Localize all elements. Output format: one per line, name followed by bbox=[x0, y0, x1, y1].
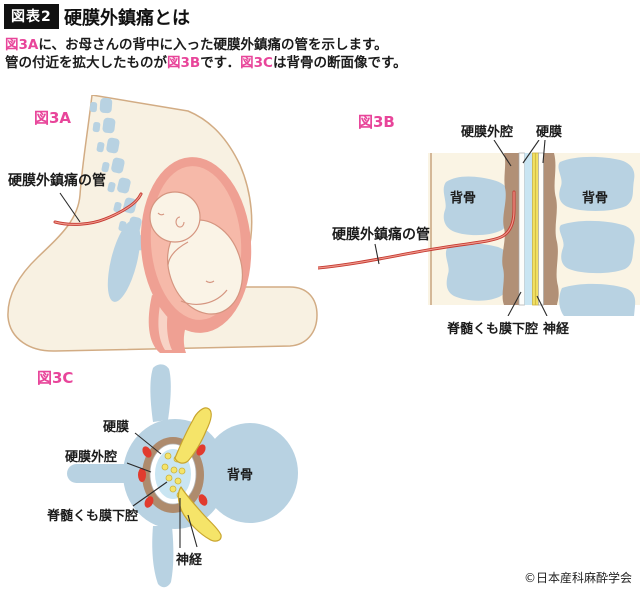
catheter-tube-highlight bbox=[54, 193, 142, 225]
nerve-root-top bbox=[174, 407, 212, 464]
figure-c-epidural-label: 硬膜外腔 bbox=[65, 450, 118, 465]
figure-a-catheter-label: 硬膜外鎮痛の管 bbox=[8, 173, 106, 189]
copyright-text: ©日本産科麻酔学会 bbox=[523, 571, 632, 585]
fetus-eye bbox=[157, 212, 165, 216]
figure-a-illustration bbox=[7, 95, 318, 353]
nerve-leader-line-2 bbox=[187, 514, 198, 548]
figure-b-catheter-label: 硬膜外鎮痛の管 bbox=[332, 227, 430, 243]
figref-3a: 図3A bbox=[5, 37, 39, 53]
spinous-process-bottom bbox=[152, 526, 174, 588]
catheter-tube-highlight bbox=[318, 191, 515, 269]
fetus-ear bbox=[175, 216, 185, 228]
figref-3b: 図3B bbox=[167, 55, 201, 71]
catheter-leader-line bbox=[374, 243, 380, 265]
vertebral-body bbox=[202, 423, 298, 523]
figure-number-badge: 図表2 bbox=[4, 4, 59, 29]
figref-3c: 図3C bbox=[240, 55, 273, 71]
epidural-vessels bbox=[138, 444, 208, 508]
figure-c-dura-label: 硬膜 bbox=[103, 420, 130, 435]
subarachnoid-leader-line bbox=[507, 291, 522, 316]
subarachnoid-leader-line bbox=[132, 481, 168, 507]
birth-canal-highlight bbox=[158, 305, 172, 350]
dura-strip-left bbox=[518, 152, 525, 306]
dura-leader-line-left bbox=[522, 140, 540, 164]
epidural-space-right-column bbox=[543, 153, 559, 305]
dura-strip-right bbox=[538, 152, 544, 306]
figure-b-illustration bbox=[318, 140, 640, 316]
leader-lines bbox=[374, 140, 548, 316]
intro-text: 図3Aに、お母さんの背中に入った硬膜外鎮痛の管を示します。 管の付近を拡大したも… bbox=[5, 36, 407, 72]
figure-c-illustration bbox=[67, 364, 298, 588]
epidural-leader-line bbox=[493, 140, 512, 167]
dura-leader-line-right bbox=[542, 140, 546, 164]
figure-c-subarachnoid-label: 脊髄くも膜下腔 bbox=[47, 509, 139, 524]
fetus bbox=[149, 191, 243, 315]
intro-line-2: 管の付近を拡大したものが図3Bです．図3Cは背骨の断面像です。 bbox=[5, 54, 407, 72]
cauda-equina-dots bbox=[161, 452, 186, 499]
figure-b-dura-label: 硬膜 bbox=[536, 125, 563, 140]
figure-b-spine-left-label: 背骨 bbox=[450, 191, 477, 206]
figure-b-label: 図3B bbox=[358, 113, 395, 131]
nerve-root-bottom bbox=[177, 486, 222, 542]
figure-b-nerve-label: 神経 bbox=[543, 322, 570, 337]
nerve-leader-line bbox=[536, 295, 548, 316]
fetus-navel bbox=[205, 280, 215, 284]
sacrum-shape bbox=[107, 220, 141, 302]
fetus-arm bbox=[167, 241, 189, 266]
leader-lines bbox=[126, 432, 198, 548]
fetus-head bbox=[149, 191, 201, 243]
intro-line2-text1: 管の付近を拡大したものが bbox=[5, 55, 167, 71]
intro-line-1: 図3Aに、お母さんの背中に入った硬膜外鎮痛の管を示します。 bbox=[5, 36, 407, 54]
figure-b-epidural-label: 硬膜外腔 bbox=[461, 125, 514, 140]
csf-strip bbox=[524, 153, 533, 305]
transverse-process-left bbox=[67, 464, 147, 483]
spine-right-blobs bbox=[558, 156, 636, 316]
intro-line2-text2: です． bbox=[200, 55, 241, 71]
spinous-process-top bbox=[150, 364, 171, 422]
fetus-leg bbox=[180, 289, 228, 305]
catheter-leader-line bbox=[59, 192, 81, 223]
figure-c-spine-label: 背骨 bbox=[227, 468, 254, 483]
spine-left-blobs bbox=[443, 176, 511, 301]
intro-line2-text3: は背骨の断面像です。 bbox=[272, 55, 407, 71]
figure-c-nerve-label: 神経 bbox=[176, 553, 203, 568]
figure-a-label: 図3A bbox=[34, 109, 72, 127]
page-title: 硬膜外鎮痛とは bbox=[64, 8, 190, 29]
figure-b-spine-right-label: 背骨 bbox=[582, 191, 609, 206]
epidural-leader-line bbox=[126, 462, 152, 473]
intro-line1-text: に、お母さんの背中に入った硬膜外鎮痛の管を示します。 bbox=[38, 37, 388, 53]
figure-b-subarachnoid-label: 脊髄くも膜下腔 bbox=[447, 322, 539, 337]
nerve-roots bbox=[174, 407, 222, 542]
dura-leader-line bbox=[134, 432, 162, 455]
figure-c-label: 図3C bbox=[37, 369, 74, 387]
